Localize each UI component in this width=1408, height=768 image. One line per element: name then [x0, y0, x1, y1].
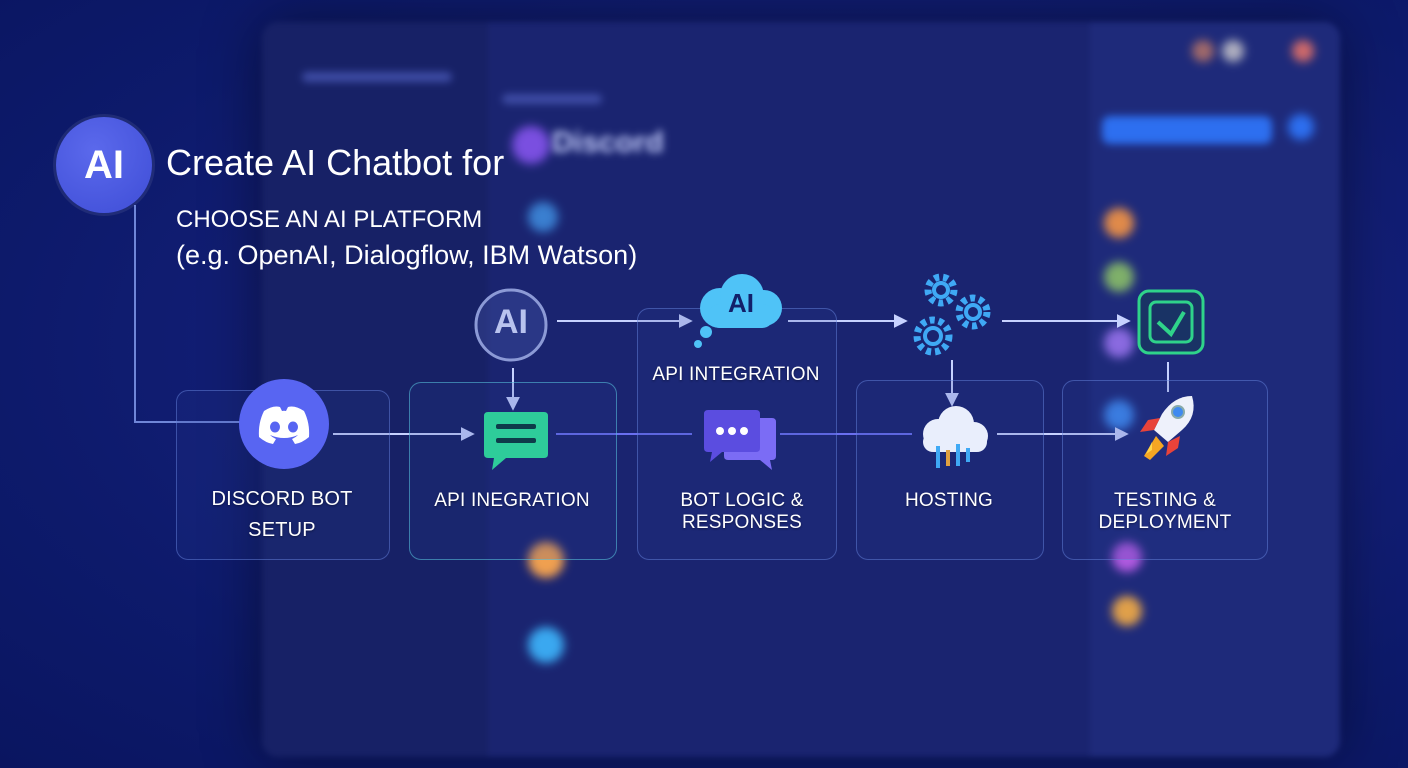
ai-cloud-icon: AI: [690, 270, 790, 350]
testing-label: TESTING & DEPLOYMENT: [1062, 490, 1268, 534]
rocket-icon: [1130, 390, 1204, 474]
hosting-label: HOSTING: [856, 490, 1042, 512]
ai-cloud-icon-text: AI: [698, 288, 784, 319]
ai-platform-icon: AI: [472, 286, 550, 364]
chat-green-icon: [480, 410, 552, 474]
ai-badge: AI: [56, 117, 152, 213]
bot-logic-label: BOT LOGIC & RESPONSES: [637, 490, 847, 534]
api-integration-bottom-label: API INEGRATION: [409, 490, 615, 512]
discord-icon: [237, 377, 331, 471]
ai-platform-icon-text: AI: [472, 303, 550, 342]
api-integration-top-label: API INTEGRATION: [637, 364, 835, 386]
choose-platform-heading: CHOOSE AN AI PLATFORM: [176, 206, 482, 234]
gears-icon: [905, 268, 997, 364]
hosting-cloud-icon: [914, 404, 992, 474]
choose-platform-examples: (e.g. OpenAI, Dialogflow, IBM Watson): [176, 240, 637, 271]
deploy-check-icon: [1136, 288, 1206, 356]
discord-setup-label: DISCORD BOT SETUP: [176, 484, 388, 546]
page-title: Create AI Chatbot for: [166, 142, 504, 184]
chat-purple-icon: [700, 408, 780, 474]
